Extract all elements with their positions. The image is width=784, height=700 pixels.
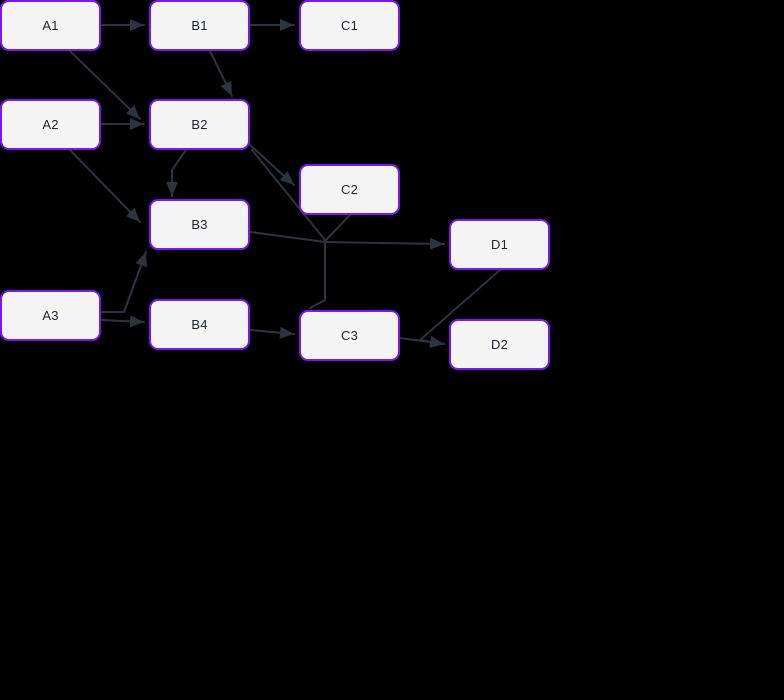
edge-b2-c3: [251, 149, 326, 309]
node-label-b3: B3: [191, 217, 208, 232]
node-label-a2: A2: [42, 117, 59, 132]
edge-c2-d1: [325, 214, 351, 241]
edge-b4-c3: [249, 326, 295, 339]
node-label-a3: A3: [42, 308, 59, 323]
edge-b2-c2: [249, 144, 295, 186]
edge-b2-b3: [166, 149, 187, 197]
node-a1[interactable]: A1: [0, 0, 101, 51]
node-a3[interactable]: A3: [0, 290, 101, 341]
node-label-d2: D2: [490, 337, 509, 352]
node-label-b1: B1: [191, 18, 208, 33]
edge-b3-d1: [249, 231, 445, 250]
node-c1[interactable]: C1: [299, 0, 400, 51]
edge-a3-b3: [100, 251, 147, 313]
node-d2[interactable]: D2: [449, 319, 550, 370]
node-a2[interactable]: A2: [0, 99, 101, 150]
edge-b1-b2: [209, 50, 233, 97]
node-label-b2: B2: [191, 117, 208, 132]
edge-d1-d2: [419, 269, 501, 348]
node-label-a1: A1: [42, 18, 59, 33]
node-b2[interactable]: B2: [149, 99, 250, 150]
node-c2[interactable]: C2: [299, 164, 400, 215]
node-c3[interactable]: C3: [299, 310, 400, 361]
node-label-b4: B4: [191, 317, 208, 332]
edge-a2-b3: [69, 149, 141, 223]
node-b4[interactable]: B4: [149, 299, 250, 350]
node-label-c3: C3: [340, 328, 359, 343]
edge-a1-b2: [69, 50, 141, 120]
edge-a3-b4: [100, 315, 145, 328]
node-label-c1: C1: [340, 18, 359, 33]
node-b1[interactable]: B1: [149, 0, 250, 51]
node-label-c2: C2: [340, 182, 359, 197]
node-label-d1: D1: [490, 237, 509, 252]
node-b3[interactable]: B3: [149, 199, 250, 250]
node-d1[interactable]: D1: [449, 219, 550, 270]
edges-group: [69, 19, 501, 349]
